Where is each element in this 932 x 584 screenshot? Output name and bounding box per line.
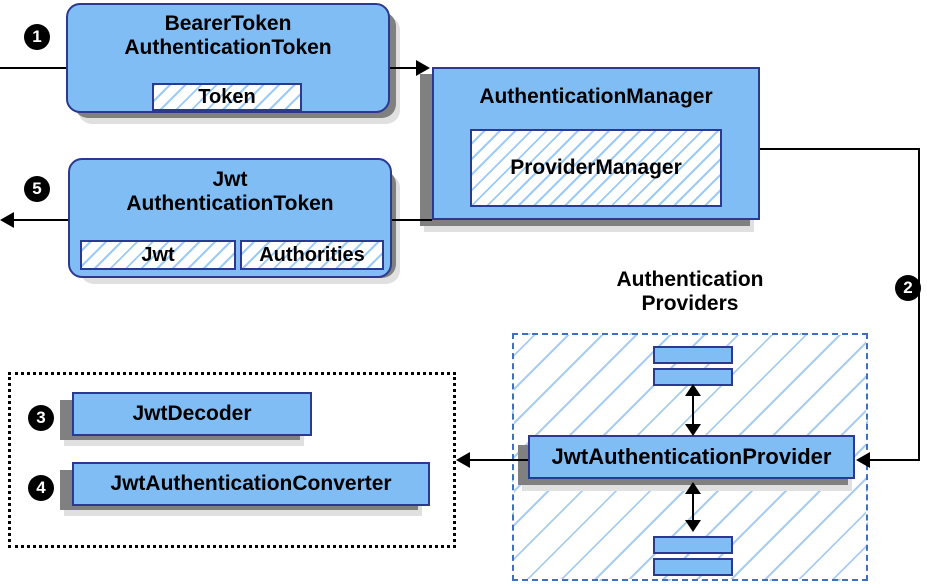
arrowhead-output-jwt-token	[0, 212, 14, 228]
connector-input-to-bearer-token	[0, 67, 68, 69]
badge-1: 1	[24, 24, 50, 50]
arrowhead-top-provider-up	[685, 384, 701, 396]
jwt-support-group-box	[8, 372, 456, 548]
authentication-manager-compartment-provider-manager: ProviderManager	[470, 129, 722, 207]
connector-provider-to-jwt-support	[470, 459, 528, 461]
arrowhead-top-provider-down	[685, 424, 701, 436]
provider-placeholder-bar-bottom-1	[653, 536, 733, 554]
connector-manager-to-provider-bottom	[870, 459, 920, 461]
node-jwt-authentication-converter[interactable]: JwtAuthenticationConverter	[72, 462, 430, 506]
jwt-token-compartment-authorities: Authorities	[240, 240, 384, 270]
bearer-token-compartment-token: Token	[152, 83, 302, 111]
badge-4: 4	[28, 475, 54, 501]
bearer-token-compartment-token-label: Token	[198, 85, 256, 108]
jwt-authentication-converter-title: JwtAuthenticationConverter	[110, 472, 392, 496]
provider-placeholder-bar-bottom-2	[653, 558, 733, 576]
jwt-decoder-title: JwtDecoder	[132, 402, 252, 426]
connector-bearer-token-to-manager	[390, 67, 418, 69]
badge-3: 3	[28, 405, 54, 431]
jwt-token-compartment-jwt-label: Jwt	[141, 243, 175, 266]
node-jwt-authentication-provider[interactable]: JwtAuthenticationProvider	[528, 435, 855, 479]
bearer-token-title: BearerToken AuthenticationToken	[124, 12, 332, 59]
authentication-manager-title: AuthenticationManager	[479, 85, 713, 108]
provider-manager-label: ProviderManager	[510, 156, 682, 179]
arrowhead-to-jwt-authentication-provider	[856, 452, 870, 468]
node-authentication-manager[interactable]: AuthenticationManager ProviderManager	[432, 67, 760, 220]
node-jwt-decoder[interactable]: JwtDecoder	[72, 392, 312, 436]
badge-5: 5	[24, 176, 50, 202]
node-bearer-token-authentication-token[interactable]: BearerToken AuthenticationToken Token	[66, 3, 390, 113]
connector-manager-to-provider-vertical	[918, 148, 920, 460]
node-jwt-authentication-token[interactable]: Jwt AuthenticationToken Jwt Authorities	[68, 158, 392, 278]
connector-manager-to-provider-top	[760, 148, 920, 150]
jwt-authentication-provider-title: JwtAuthenticationProvider	[551, 443, 832, 469]
arrowhead-to-jwt-support-group	[456, 452, 470, 468]
connector-top-provider-bidirectional	[692, 392, 694, 434]
jwt-token-title: Jwt AuthenticationToken	[126, 168, 334, 215]
arrowhead-bottom-provider-down	[685, 520, 701, 532]
jwt-token-compartment-authorities-label: Authorities	[259, 243, 365, 266]
authentication-providers-label: Authentication Providers	[616, 268, 764, 315]
provider-placeholder-bar-top-1	[653, 346, 733, 364]
connector-jwt-token-to-output	[14, 219, 68, 221]
jwt-token-compartment-jwt: Jwt	[80, 240, 236, 270]
badge-2: 2	[895, 275, 921, 301]
arrowhead-bottom-provider-up	[685, 482, 701, 494]
connector-manager-to-jwt-token	[390, 219, 432, 221]
connector-bottom-provider-bidirectional	[692, 488, 694, 530]
arrowhead-bearer-token-to-manager	[416, 60, 430, 76]
